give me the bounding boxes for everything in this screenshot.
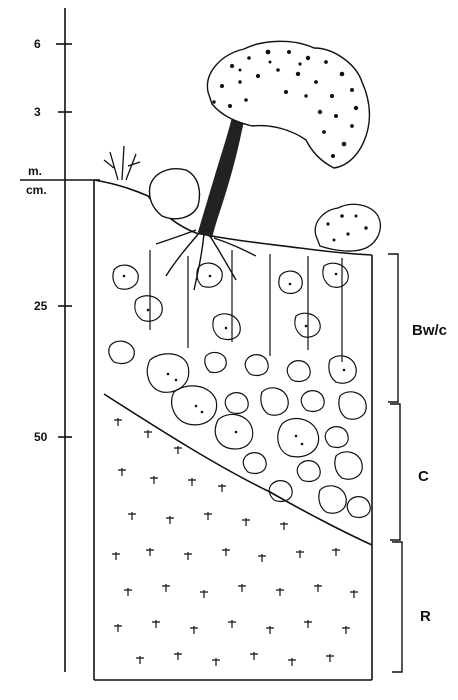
rock-boundary-line	[104, 394, 372, 545]
axis-unit-meters: m.	[28, 165, 42, 178]
bracket-r	[392, 542, 402, 672]
shrub-left	[104, 146, 140, 180]
horizon-brackets	[388, 254, 402, 672]
shrub-right	[315, 204, 380, 251]
axis-tick-label-25: 25	[34, 299, 47, 313]
bedrock-crosses	[112, 418, 358, 666]
axis-tick-label-50: 50	[34, 430, 47, 444]
axis-tick-label-6: 6	[34, 37, 41, 51]
profile-outline	[94, 180, 372, 680]
depth-axis	[20, 8, 100, 672]
surface-boulder	[150, 169, 200, 219]
horizon-label-c: C	[418, 468, 429, 485]
horizon-label-bwc: Bw/c	[412, 322, 447, 339]
axis-tick-label-3: 3	[34, 105, 41, 119]
bwc-horizon-fill	[109, 250, 370, 518]
horizon-label-r: R	[420, 608, 431, 625]
bracket-c	[390, 404, 400, 540]
axis-unit-centimeters: cm.	[26, 184, 47, 197]
bracket-bwc	[388, 254, 398, 402]
